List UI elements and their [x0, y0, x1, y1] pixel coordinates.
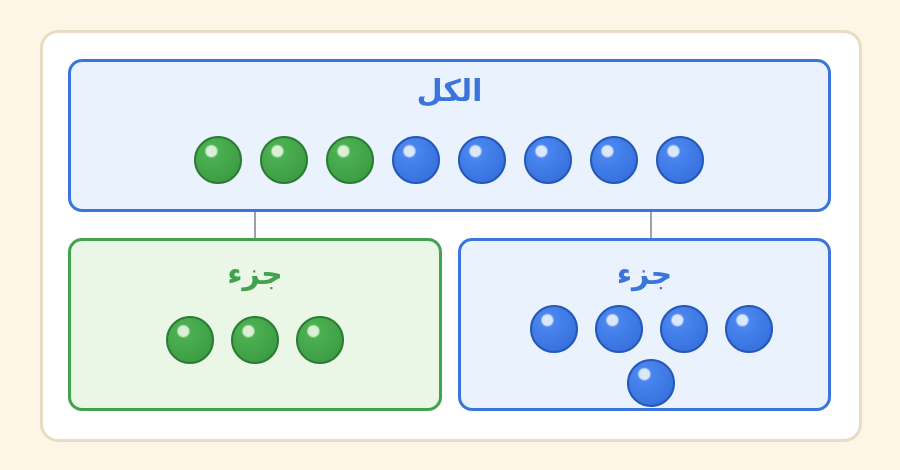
- part-dot-blue: [725, 305, 773, 353]
- whole-dot: [260, 136, 308, 184]
- whole-dot: [524, 136, 572, 184]
- part-label-green: جزء: [227, 257, 283, 292]
- part-box-blue: جزء: [458, 238, 831, 411]
- whole-dot: [656, 136, 704, 184]
- part-dot-blue: [660, 305, 708, 353]
- part-dot-blue: [627, 359, 675, 407]
- connector-right: [650, 212, 652, 238]
- whole-dot: [194, 136, 242, 184]
- part-dot-green: [166, 316, 214, 364]
- whole-dot: [392, 136, 440, 184]
- whole-box: الكل: [68, 59, 831, 212]
- part-dot-green: [296, 316, 344, 364]
- part-label-blue: جزء: [616, 257, 673, 292]
- part-dot-green: [231, 316, 279, 364]
- part-dot-blue: [595, 305, 643, 353]
- whole-dot: [326, 136, 374, 184]
- whole-dot: [590, 136, 638, 184]
- connector-left: [254, 212, 256, 238]
- whole-label: الكل: [416, 74, 483, 109]
- part-dot-blue: [530, 305, 578, 353]
- whole-dot: [458, 136, 506, 184]
- part-box-green: جزء: [68, 238, 442, 411]
